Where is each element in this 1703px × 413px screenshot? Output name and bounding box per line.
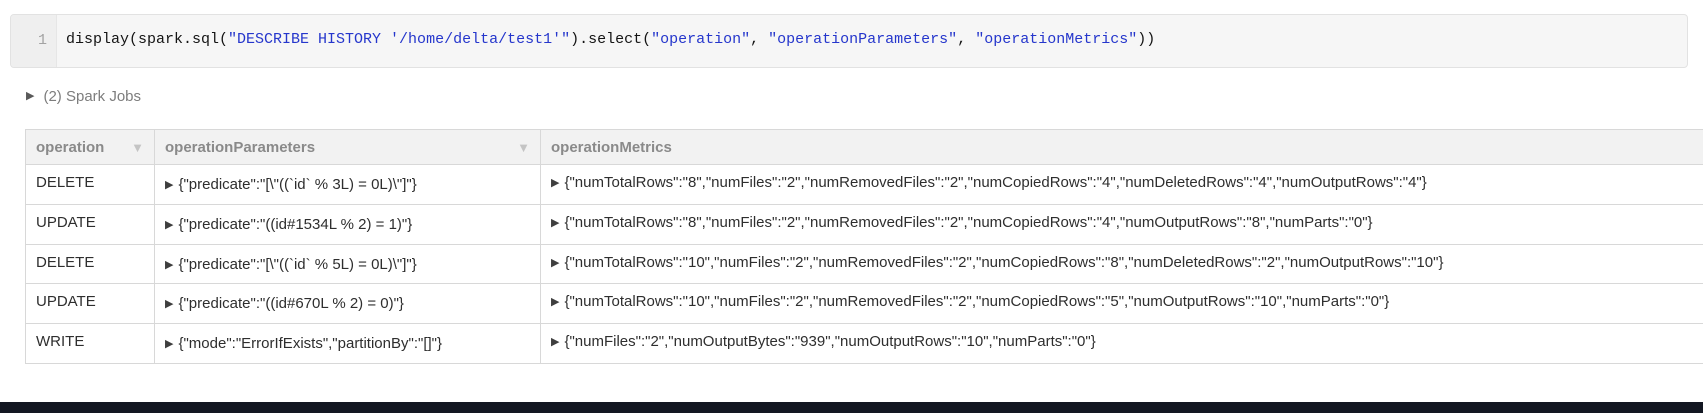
operation-metrics-cell: ▶ {"numTotalRows":"10","numFiles":"2","nu… <box>540 283 1703 324</box>
spark-jobs-label: (2) Spark Jobs <box>43 88 142 105</box>
operation-parameters-cell: ▶ {"predicate":"[\"((`id` % 3L) = 0L)\"]"… <box>154 164 541 205</box>
operation-metrics-cell: ▶ {"numTotalRows":"10","numFiles":"2","nu… <box>540 243 1703 285</box>
column-header-label: operation <box>36 139 105 156</box>
line-number: 1 <box>37 32 47 49</box>
operation-metrics-cell: ▶ {"numFiles":"2","numOutputBytes":"939",… <box>540 323 1703 364</box>
table-row: DELETE ▶ {"predicate":"[\"((`id` % 3L) = 0… <box>25 164 1703 205</box>
cell-expander-icon[interactable]: ▶ <box>165 298 174 311</box>
code-line[interactable]: display(spark.sql("DESCRIBE HISTORY '/ho… <box>57 15 1687 67</box>
column-header-label: operationParameters <box>165 139 316 156</box>
operation-cell: DELETE <box>25 243 155 285</box>
operation-cell: WRITE <box>25 323 155 364</box>
cell-expander-icon[interactable]: ▶ <box>551 216 560 229</box>
line-number-gutter: 1 <box>11 15 57 67</box>
spark-jobs-expander[interactable]: ▶ (2) Spark Jobs <box>26 88 141 105</box>
operation-metrics-cell-value: {"numTotalRows":"10","numFiles":"2","num… <box>564 253 1444 271</box>
code-token-plain: )) <box>1137 31 1156 48</box>
operation-parameters-cell-value: {"predicate":"((id#1534L % 2) = 1)"} <box>178 215 413 233</box>
operation-metrics-cell-value: {"numTotalRows":"8","numFiles":"2","numR… <box>564 213 1373 231</box>
code-token-plain: display(spark.sql( <box>66 31 229 48</box>
table-header-row: operation ▼ operationParameters ▼ operationM… <box>25 129 1703 165</box>
operation-cell: UPDATE <box>25 203 155 245</box>
sort-dropdown-icon[interactable]: ▼ <box>131 140 144 155</box>
operation-metrics-cell-value: {"numTotalRows":"8","numFiles":"2","numR… <box>564 174 1427 191</box>
column-header-operationParameters[interactable]: operationParameters ▼ <box>154 129 541 165</box>
operation-parameters-cell: ▶ {"predicate":"[\"((`id` % 5L) = 0L)\"]"… <box>154 243 541 285</box>
cell-expander-icon[interactable]: ▶ <box>165 338 174 350</box>
code-token-plain: ).select( <box>570 31 652 48</box>
operation-cell: UPDATE <box>25 283 155 324</box>
table-row: WRITE ▶ {"mode":"ErrorIfExists","partition… <box>25 323 1703 364</box>
code-token-string: "operation" <box>651 31 751 48</box>
code-token-plain: , <box>957 31 976 48</box>
results-table: operation ▼ operationParameters ▼ operationM… <box>25 129 1703 364</box>
operation-parameters-cell-value: {"predicate":"((id#670L % 2) = 0)"} <box>178 295 404 313</box>
table-row: UPDATE ▶ {"predicate":"((id#1534L % 2) = 1… <box>25 203 1703 245</box>
code-token-string: "operationParameters" <box>768 31 958 48</box>
operation-metrics-cell: ▶ {"numTotalRows":"8","numFiles":"2","num… <box>540 164 1703 205</box>
operation-metrics-cell-value: {"numFiles":"2","numOutputBytes":"939","… <box>564 333 1096 350</box>
code-token-string: "DESCRIBE HISTORY '/home/delta/test1'" <box>228 31 571 48</box>
operation-metrics-cell: ▶ {"numTotalRows":"8","numFiles":"2","num… <box>540 203 1703 245</box>
column-header-operation[interactable]: operation ▼ <box>25 129 155 165</box>
notebook-code-cell[interactable]: 1 display(spark.sql("DESCRIBE HISTORY '/… <box>10 14 1688 68</box>
results-table-container: operation ▼ operationParameters ▼ operationM… <box>25 129 1703 364</box>
operation-parameters-cell-value: {"predicate":"[\"((`id` % 5L) = 0L)\"]"} <box>178 255 417 273</box>
operation-parameters-cell-value: {"mode":"ErrorIfExists","partitionBy":"[… <box>178 335 442 352</box>
table-row: DELETE ▶ {"predicate":"[\"((`id` % 5L) = 0… <box>25 243 1703 285</box>
operation-metrics-cell-value: {"numTotalRows":"10","numFiles":"2","num… <box>564 293 1390 311</box>
code-token-plain: , <box>750 31 769 48</box>
operation-parameters-cell: ▶ {"predicate":"((id#670L % 2) = 0)"} <box>154 283 541 324</box>
collapsed-expander-icon[interactable]: ▶ <box>26 90 35 102</box>
operation-parameters-cell: ▶ {"mode":"ErrorIfExists","partitionBy":"… <box>154 323 541 364</box>
operation-cell: DELETE <box>25 164 155 205</box>
cell-expander-icon[interactable]: ▶ <box>165 179 174 191</box>
column-header-operationMetrics[interactable]: operationMetrics <box>540 129 1703 165</box>
cell-expander-icon[interactable]: ▶ <box>165 258 174 271</box>
code-token-string: "operationMetrics" <box>975 31 1138 48</box>
sort-dropdown-icon[interactable]: ▼ <box>517 140 530 155</box>
cell-expander-icon[interactable]: ▶ <box>551 256 560 269</box>
cell-expander-icon[interactable]: ▶ <box>165 218 174 231</box>
table-body: DELETE ▶ {"predicate":"[\"((`id` % 3L) = 0… <box>25 164 1703 364</box>
column-header-label: operationMetrics <box>551 139 672 156</box>
cell-expander-icon[interactable]: ▶ <box>551 296 560 309</box>
table-row: UPDATE ▶ {"predicate":"((id#670L % 2) = 0)… <box>25 283 1703 324</box>
cell-expander-icon[interactable]: ▶ <box>551 177 560 189</box>
cell-expander-icon[interactable]: ▶ <box>551 336 560 348</box>
bottom-window-edge <box>0 402 1703 413</box>
operation-parameters-cell: ▶ {"predicate":"((id#1534L % 2) = 1)"} <box>154 203 541 245</box>
operation-parameters-cell-value: {"predicate":"[\"((`id` % 3L) = 0L)\"]"} <box>178 176 417 193</box>
